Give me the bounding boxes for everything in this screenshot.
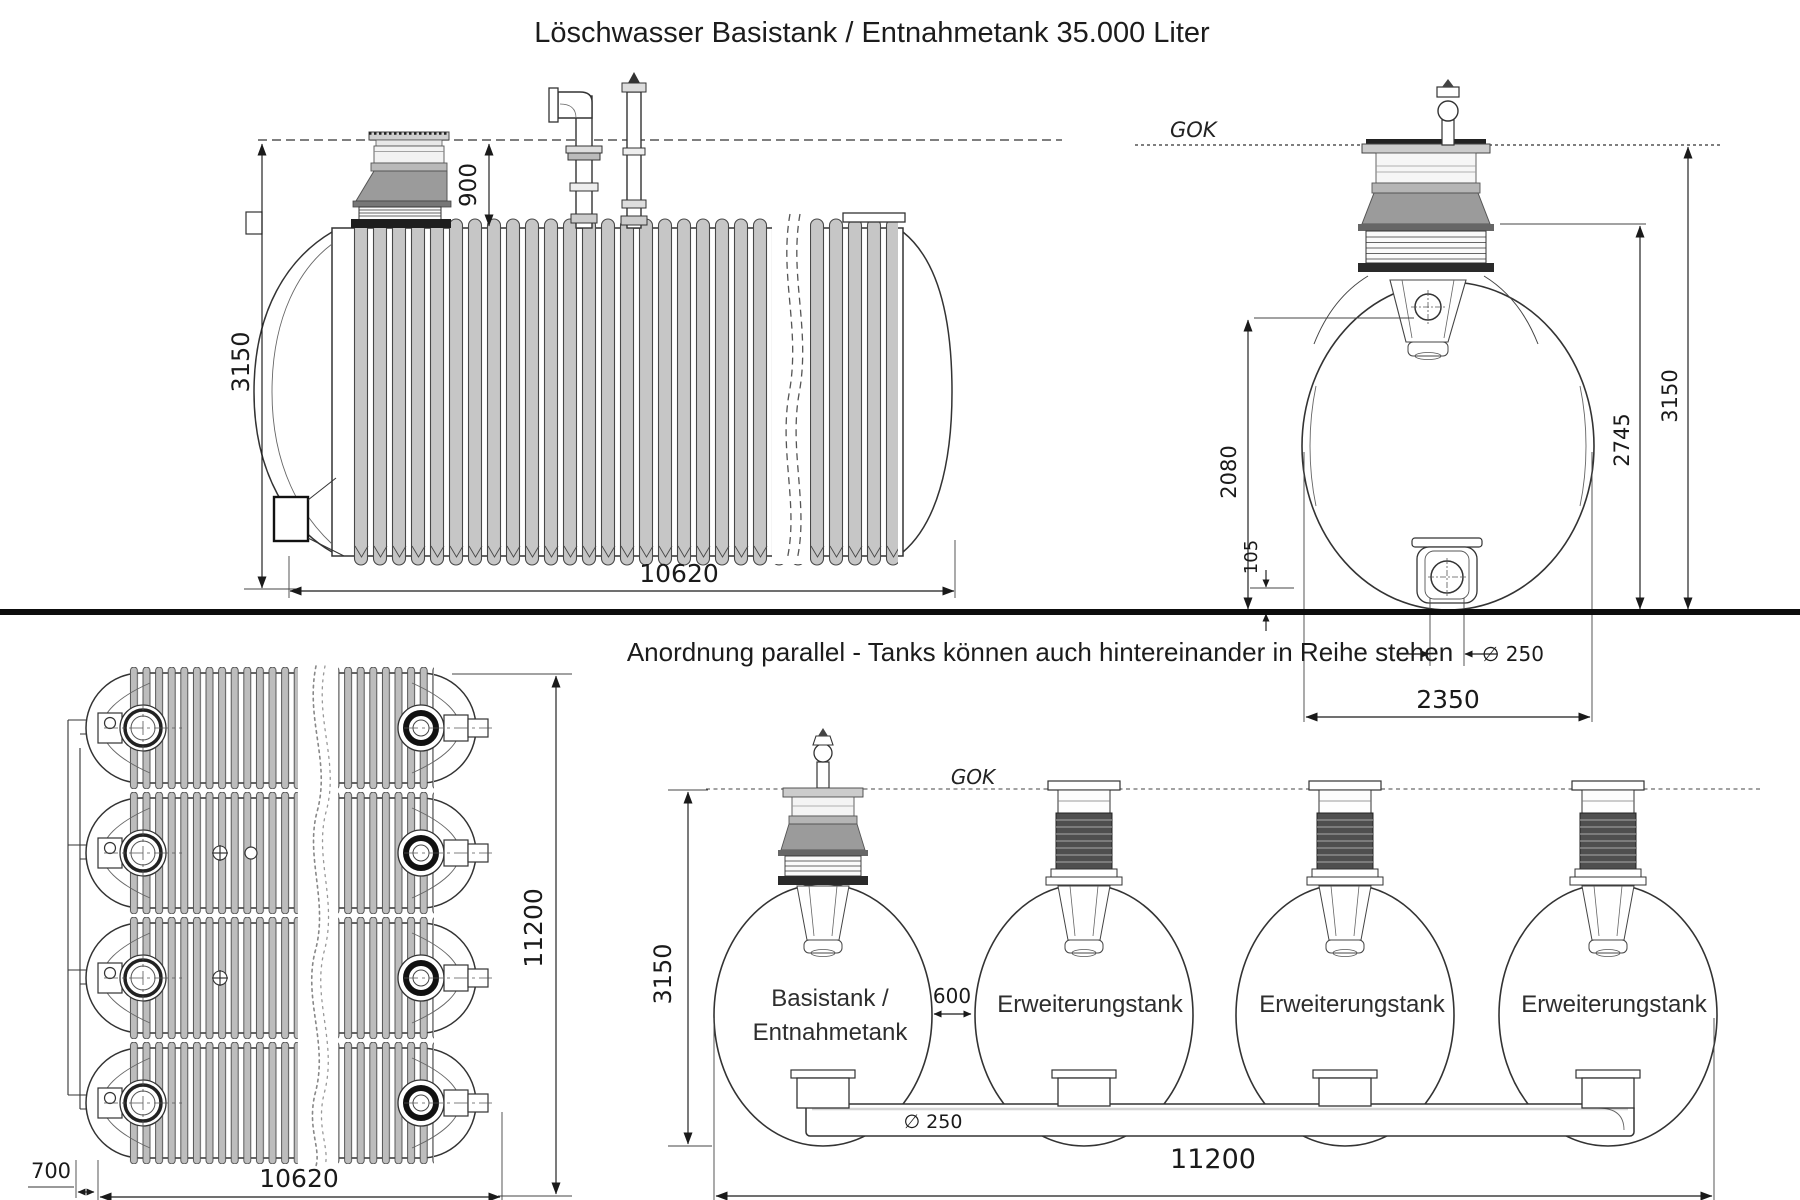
top-view-tank-4 [85,1042,492,1164]
row-tank-1-label-line2: Entnahmetank [753,1019,909,1046]
row-tank-4-dome [1569,780,1647,886]
dim-top-total-width: 11200 [519,888,548,968]
dim-pipe-diameter: ∅ 250 [904,1111,963,1133]
dim-inlet-depth: 2080 [1217,445,1241,498]
row-tank-4-label: Erweiterungstank [1521,991,1707,1018]
row-view-dimensions: 3150 600 11200 [649,789,1715,1200]
dim-row-height: 3150 [649,943,677,1004]
row-tank-3-dome [1306,780,1384,886]
vent-pipe [620,72,648,229]
side-view-shaft-dome [351,131,452,228]
dim-front-width: 2350 [1416,685,1480,714]
front-view-drawing: GOK [1135,79,1722,722]
row-tank-1-dome [778,728,868,885]
small-fitting-marker [212,970,228,986]
side-outlet-box [272,495,310,543]
dim-outlet-diameter: ∅ 250 [1482,642,1544,666]
front-view-bottom-outlet [1411,537,1483,604]
dim-side-height: 3150 [227,331,255,392]
dim-row-total-length: 11200 [1170,1144,1256,1175]
dim-top-length: 10620 [259,1164,339,1193]
front-view-dimensions: 2080 105 2745 3150 ∅ 250 2350 [1217,146,1702,722]
small-fitting-marker [212,845,258,861]
dim-side-length: 10620 [639,559,719,588]
dim-shaft-bottom: 2745 [1610,413,1634,466]
break-line-band [298,664,338,1167]
dim-pipe-offset: 700 [31,1159,71,1183]
row-tank-3-label: Erweiterungstank [1259,991,1445,1018]
ground-label-row: GOK [951,765,997,789]
top-view-tank-3 [85,917,492,1039]
front-view-inner-funnel [1389,279,1467,360]
side-view-dimensions: 3150 900 10620 [227,143,956,598]
side-view-drawing: 3150 900 10620 [227,72,1062,598]
dim-front-height: 3150 [1658,369,1682,422]
top-mounting-plate [842,212,906,223]
side-view-tank [245,208,953,571]
top-view-dimensions: 11200 10620 700 [28,673,572,1200]
dim-tank-gap: 600 [933,984,971,1008]
top-view-tank-2 [85,792,492,914]
vent-ball-valve [1436,79,1460,146]
top-view-tank-1 [85,667,492,789]
page-title: Löschwasser Basistank / Entnahmetank 35.… [534,17,1210,49]
row-view-drawing: GOK [649,728,1760,1200]
dim-shaft-height: 900 [456,163,482,207]
row-inner-funnels [796,885,1635,957]
row-tank-1-label-line1: Basistank / [771,985,889,1012]
dim-bottom-offset: 105 [1241,540,1262,574]
arrangement-caption: Anordnung parallel - Tanks können auch h… [627,637,1453,667]
front-view-shaft-dome [1358,139,1494,272]
row-tank-2-label: Erweiterungstank [997,991,1183,1018]
row-tank-2-dome [1045,780,1123,886]
connecting-manifold [67,719,102,1110]
suction-pipe-with-elbow [548,87,603,229]
section-divider [0,609,1800,615]
ground-label-front: GOK [1170,118,1219,142]
top-view-drawing: 11200 10620 700 [28,664,572,1200]
row-connecting-pipe: ∅ 250 [790,1069,1641,1137]
